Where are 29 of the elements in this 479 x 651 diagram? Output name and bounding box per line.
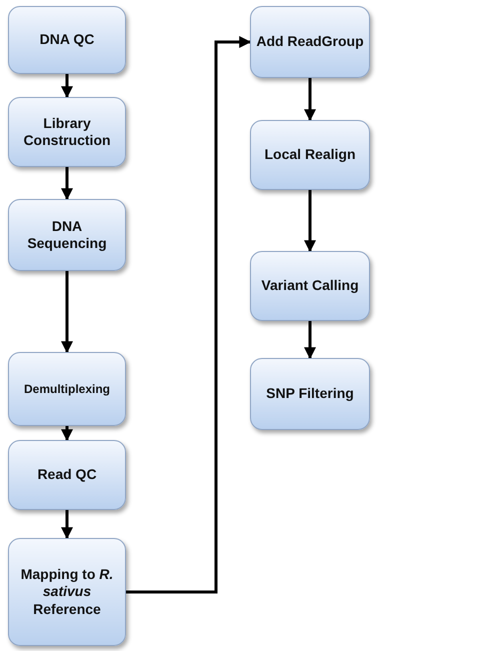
process-box [8,199,126,271]
arrow [126,36,252,594]
step-label: Add ReadGroup [256,33,364,51]
process-box [8,352,126,426]
step-label: Mapping to R. sativus Reference [20,566,114,618]
arrow [304,78,316,122]
arrow [304,321,316,360]
arrow [61,167,73,200]
process-box [250,120,370,190]
step-label: DNA QC [40,31,94,49]
process-box [250,251,370,321]
arrow [61,510,73,540]
step-label: SNP Filtering [266,385,354,403]
step-label: Local Realign [264,146,356,164]
process-box [8,97,126,167]
arrow [304,190,316,252]
process-box [8,6,126,74]
step-label: DNA Sequencing [26,218,108,252]
arrow [61,271,73,354]
process-box [250,358,370,430]
process-box [8,440,126,510]
arrow [61,426,73,442]
arrow [61,74,73,98]
step-label: Demultiplexing [24,382,110,396]
process-box [8,538,126,646]
step-label: Variant Calling [261,277,359,295]
process-box [250,6,370,78]
step-label: Read QC [37,466,97,484]
step-label: Library Construction [22,114,112,150]
